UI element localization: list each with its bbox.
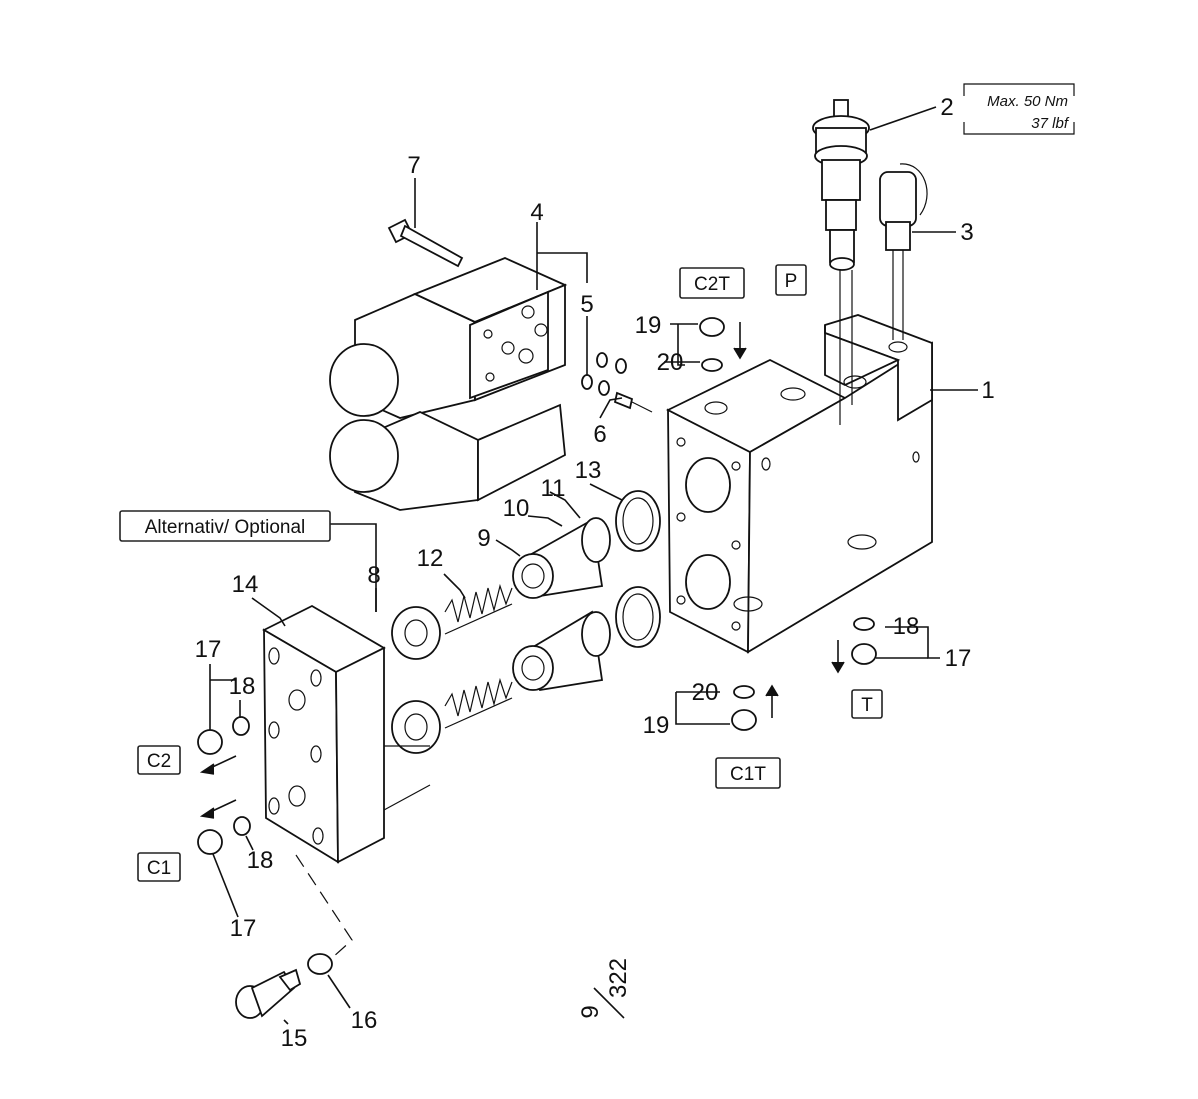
sensor-part-3 <box>879 163 928 340</box>
part-number-17-right: 17 <box>945 645 972 672</box>
part-number-7: 7 <box>407 152 420 179</box>
part-number-10: 10 <box>503 495 530 522</box>
part-number-18-left-lower: 18 <box>247 847 274 874</box>
part-number-18-right: 18 <box>893 613 920 640</box>
port-label-c2t: C2T <box>694 274 730 295</box>
torque-line-1: Max. 50 Nm <box>987 93 1068 110</box>
screw-part-6 <box>613 391 653 413</box>
port-label-c1t: C1T <box>730 764 766 785</box>
fittings-top <box>699 317 725 372</box>
part-number-13: 13 <box>575 457 602 484</box>
part-number-5: 5 <box>580 291 593 318</box>
part-number-2: 2 <box>940 94 953 121</box>
solenoid-valve-part-4 <box>329 257 568 511</box>
fittings-right <box>851 617 877 665</box>
seal-ring-part-13 <box>615 490 661 648</box>
seal-rings-part-5 <box>581 352 627 396</box>
part-number-18-left-upper: 18 <box>229 673 256 700</box>
part-number-19-bottom: 19 <box>643 712 670 739</box>
part-number-15: 15 <box>281 1025 308 1052</box>
leader-lines <box>209 106 978 1025</box>
part-number-16: 16 <box>351 1007 378 1034</box>
fittings-bottom <box>731 685 757 731</box>
part-number-20-top: 20 <box>657 349 684 376</box>
screw-part-15 <box>235 968 302 1019</box>
part-number-6: 6 <box>593 421 606 448</box>
washer-part-16 <box>307 953 333 975</box>
port-label-c1: C1 <box>147 858 171 879</box>
fittings-left <box>197 716 251 855</box>
flow-arrows <box>199 322 845 819</box>
port-label-p: P <box>785 271 798 292</box>
ring-part-8 <box>391 606 441 754</box>
part-number-4: 4 <box>530 199 543 226</box>
figure-ref-numerator: 9 <box>577 1005 604 1018</box>
part-number-9: 9 <box>477 525 490 552</box>
bolt-part-7 <box>387 218 464 268</box>
part-number-11: 11 <box>541 475 566 502</box>
figure-reference: 9 322 <box>577 958 632 1019</box>
part-number-3: 3 <box>960 219 973 246</box>
pressure-valve-part-2 <box>812 99 870 425</box>
port-label-t: T <box>861 695 873 716</box>
part-number-14: 14 <box>232 571 259 598</box>
part-number-17-left-upper: 17 <box>195 636 222 663</box>
figure-ref-denominator: 322 <box>605 958 632 998</box>
valve-body <box>665 314 933 654</box>
part-number-17-left-lower: 17 <box>230 915 257 942</box>
end-plate-part-14 <box>262 604 431 864</box>
dashed-assembly-line <box>295 854 353 959</box>
part-number-1: 1 <box>981 377 994 404</box>
alternative-optional-label: Alternativ/ Optional <box>145 517 306 538</box>
part-number-20-bottom: 20 <box>692 679 719 706</box>
port-label-c2: C2 <box>147 751 171 772</box>
torque-spec: Max. 50 Nm 37 lbf <box>963 83 1075 135</box>
part-number-19-top: 19 <box>635 312 662 339</box>
part-number-12: 12 <box>417 545 444 572</box>
torque-line-2: 37 lbf <box>1031 115 1070 132</box>
part-number-8: 8 <box>367 562 380 589</box>
spool-parts-9-10-11 <box>512 517 611 692</box>
spring-part-12 <box>444 583 513 729</box>
